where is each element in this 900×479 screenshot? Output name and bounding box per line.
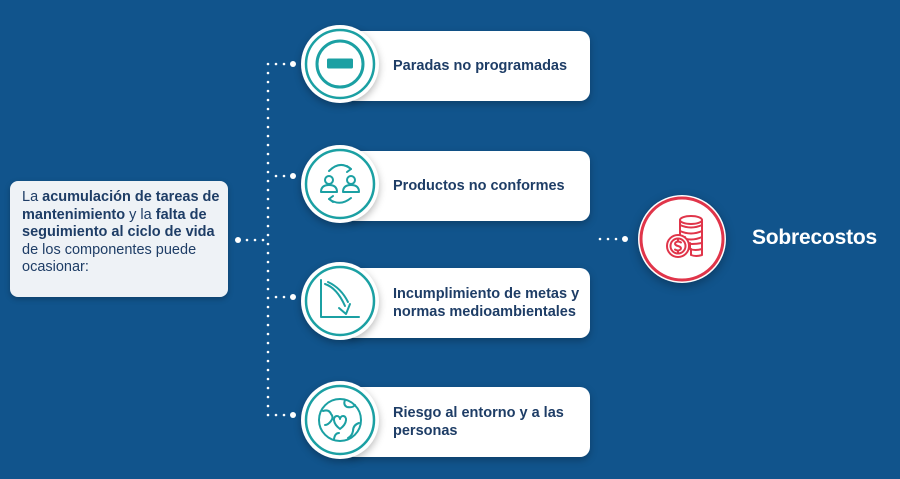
vertical-dotted-line — [266, 62, 270, 417]
result-label: Sobrecostos — [752, 226, 877, 249]
consequence-label: Productos no conformes — [393, 178, 565, 194]
declining-chart-icon — [301, 262, 379, 340]
intro-text-2: y la — [125, 206, 156, 223]
globe-heart-icon — [301, 381, 379, 459]
result-connector — [598, 236, 628, 242]
consequence-label: Incumplimiento de metas y normas medioam… — [393, 286, 580, 320]
consequence-label: Paradas no programadas — [393, 58, 568, 74]
consequence-card-riesgo: Riesgo al entorno y a las personas — [345, 387, 590, 457]
branch-2-connector — [274, 173, 296, 179]
consequence-card-incumplimiento: Incumplimiento de metas y normas medioam… — [345, 268, 590, 338]
intro-text-box: La acumulación de tareas de mantenimient… — [10, 181, 228, 297]
consequence-card-productos: Productos no conformes — [345, 151, 590, 221]
branch-4-connector — [274, 412, 296, 418]
consequence-label: Riesgo al entorno y a las personas — [393, 405, 564, 439]
intro-text-3: de los componentes puede ocasionar: — [22, 241, 197, 276]
intro-bold-2: falta de seguimiento al ciclo de vida — [22, 206, 215, 241]
branch-3-connector — [274, 294, 296, 300]
intro-bold-1: acumulación de tareas de mantenimiento — [22, 189, 220, 223]
branch-1-connector — [274, 61, 296, 67]
intro-connector — [235, 237, 265, 243]
coins-stack-icon — [638, 195, 726, 283]
exchange-people-icon — [301, 145, 379, 223]
consequence-card-paradas: Paradas no programadas — [345, 31, 590, 101]
intro-text-1: La — [22, 189, 43, 205]
minus-circle-icon — [301, 25, 379, 103]
